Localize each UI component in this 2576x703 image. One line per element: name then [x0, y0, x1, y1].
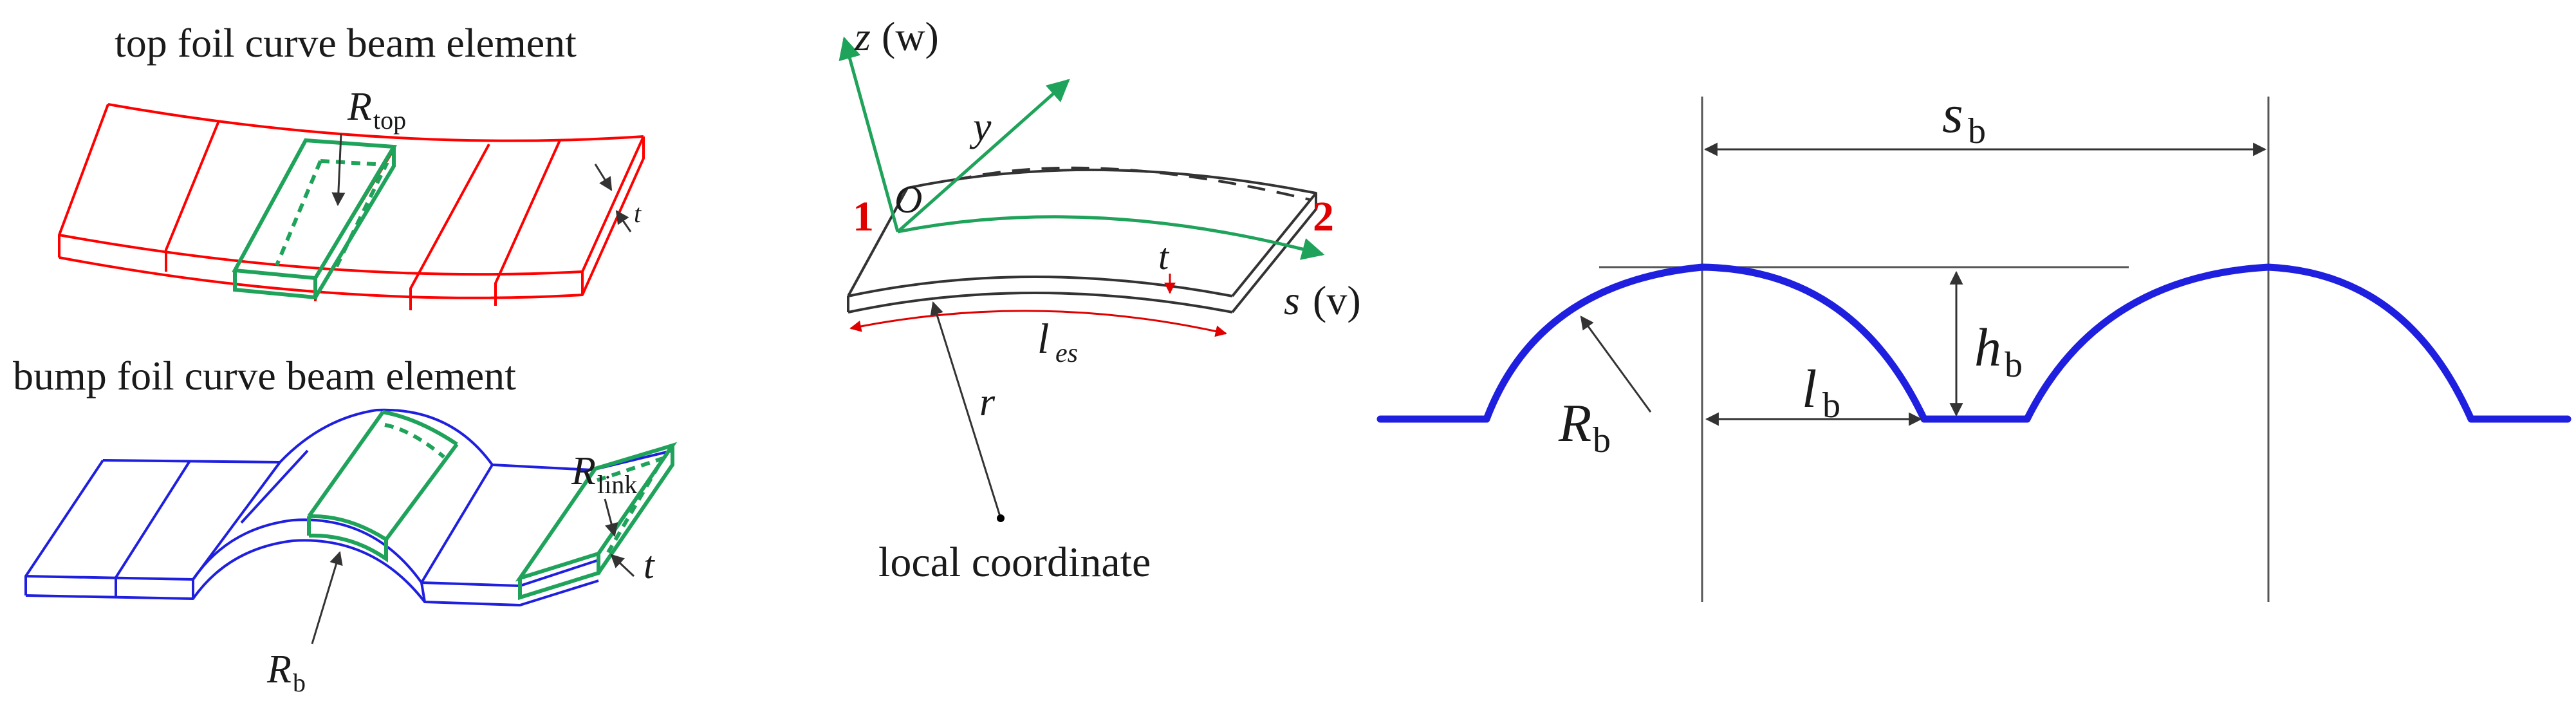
- svg-text:s: s: [1942, 84, 1963, 144]
- svg-text:h: h: [1974, 318, 2001, 378]
- svg-text:b: b: [1968, 111, 1986, 151]
- r-link-leader: [604, 498, 618, 538]
- svg-text:R: R: [266, 648, 292, 691]
- sb-label: s b: [1942, 84, 1986, 151]
- svg-text:R: R: [347, 85, 372, 129]
- top-foil-mesh: [58, 103, 645, 310]
- curvature-center-dot: [997, 514, 1005, 522]
- y-axis-label: y: [969, 104, 992, 149]
- t-top-arrow-1: [594, 164, 613, 191]
- z-axis-arrow: [839, 36, 900, 232]
- svg-text:link: link: [597, 470, 637, 499]
- svg-text:b: b: [293, 668, 306, 697]
- thickness-label: t: [1158, 236, 1170, 277]
- node-2-label: 2: [1313, 193, 1334, 240]
- svg-text:es: es: [1055, 339, 1078, 368]
- t-top-label: t: [634, 199, 642, 228]
- beam-centerline: [897, 215, 1325, 260]
- r-b-leader: [311, 550, 343, 644]
- r-top-leader: [331, 133, 346, 207]
- local-coordinate-panel: z (w) y O s (v) 1 2 t l es r local coord…: [839, 14, 1361, 586]
- bump-foil-highlighted-element-2: [515, 442, 678, 601]
- element-length-label: l es: [1037, 315, 1078, 368]
- svg-text:top: top: [373, 106, 406, 135]
- origin-label: O: [894, 178, 922, 221]
- bump-profile-curve: [1376, 263, 2571, 423]
- svg-text:l: l: [1802, 359, 1817, 419]
- svg-text:b: b: [1822, 386, 1840, 426]
- bump-foil-title: bump foil curve beam element: [13, 353, 516, 398]
- r-top-label: R top: [347, 85, 406, 135]
- r-b-label-left: R b: [266, 648, 306, 697]
- svg-text:(w): (w): [882, 14, 939, 59]
- local-coordinate-caption: local coordinate: [878, 539, 1151, 586]
- bump-foil-mesh: [24, 408, 673, 606]
- lb-label: l b: [1802, 359, 1840, 426]
- svg-text:l: l: [1037, 315, 1049, 362]
- svg-text:s: s: [1284, 277, 1300, 323]
- top-foil-highlighted-element: [232, 138, 398, 300]
- z-axis-label: z (w): [854, 14, 939, 59]
- bump-profile-panel: s b h b l b R b: [1376, 84, 2571, 602]
- s-axis-label: s (v): [1284, 277, 1361, 323]
- t-bump-label: t: [644, 544, 655, 586]
- svg-text:(v): (v): [1313, 277, 1361, 323]
- svg-text:z: z: [854, 14, 871, 59]
- svg-text:R: R: [1558, 393, 1591, 453]
- top-foil-title: top foil curve beam element: [115, 20, 577, 66]
- y-axis-arrow: [896, 79, 1070, 233]
- r-link-label: R link: [571, 449, 637, 499]
- rb-label-right: R b: [1558, 393, 1611, 460]
- t-top-arrow-2: [615, 210, 632, 232]
- hb-label: h b: [1974, 318, 2023, 385]
- element-length-arrow: [849, 310, 1227, 337]
- svg-text:b: b: [2005, 345, 2023, 385]
- top-foil-panel: top foil curve beam element R top: [58, 20, 645, 310]
- rb-leader: [1580, 315, 1652, 413]
- node-1-label: 1: [853, 193, 874, 240]
- radius-line: [930, 301, 1002, 519]
- radius-label: r: [979, 380, 996, 424]
- svg-text:b: b: [1593, 420, 1611, 460]
- bump-foil-panel: bump foil curve beam element: [13, 353, 678, 697]
- svg-text:R: R: [571, 449, 596, 493]
- bump-foil-highlighted-element-1: [307, 410, 459, 563]
- t-bump-arrow: [610, 554, 635, 577]
- curved-beam: [847, 166, 1317, 314]
